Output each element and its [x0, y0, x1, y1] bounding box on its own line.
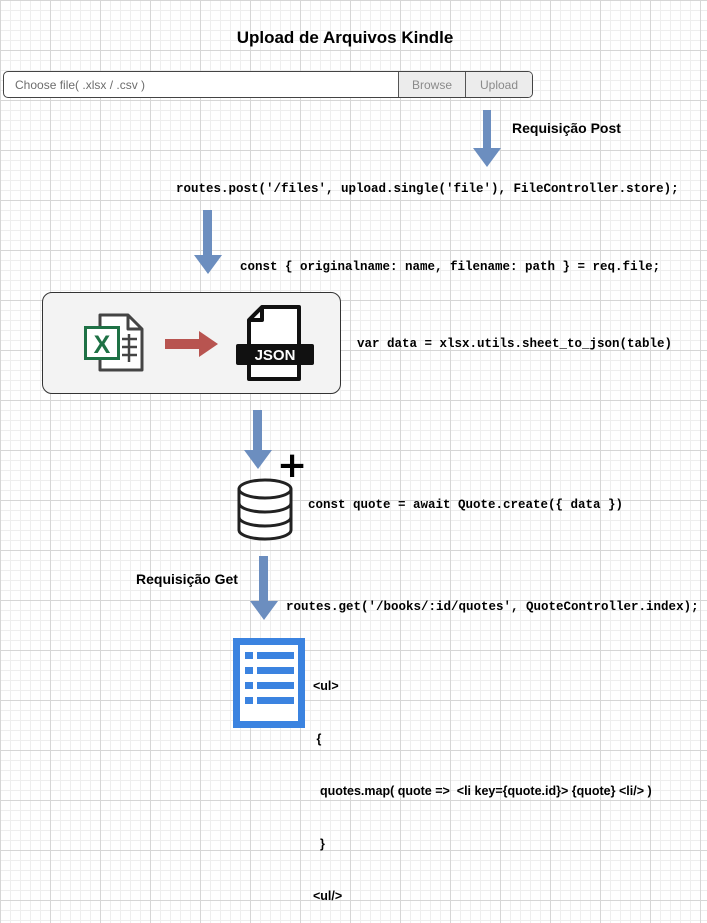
upload-button[interactable]: Upload	[465, 72, 532, 97]
json-label: JSON	[255, 347, 296, 364]
browse-button[interactable]: Browse	[398, 72, 465, 97]
jsx-line: <ul>	[313, 679, 339, 693]
post-route-code: routes.post('/files', upload.single('fil…	[176, 182, 679, 196]
arrow-down-icon	[194, 210, 222, 274]
post-request-label: Requisição Post	[512, 120, 621, 136]
jsx-code-block: <ul> { quotes.map( quote => <li key={quo…	[313, 643, 652, 923]
arrow-down-icon	[473, 110, 501, 167]
destructure-code: const { originalname: name, filename: pa…	[240, 260, 661, 274]
plus-icon: +	[277, 445, 308, 486]
jsx-line: quotes.map( quote => <li key={quote.id}>…	[313, 784, 652, 798]
excel-letter: X	[94, 331, 111, 359]
list-icon	[233, 638, 305, 728]
create-quote-code: const quote = await Quote.create({ data …	[308, 498, 624, 512]
get-route-code: routes.get('/books/:id/quotes', QuoteCon…	[286, 600, 699, 614]
page-title: Upload de Arquivos Kindle	[236, 28, 454, 47]
file-input[interactable]	[4, 72, 398, 97]
file-upload-bar: Browse Upload	[3, 71, 533, 98]
json-file-icon: JSON	[236, 305, 314, 381]
arrow-right-icon	[165, 331, 218, 357]
jsx-line: {	[313, 731, 322, 746]
arrow-down-icon	[244, 410, 272, 469]
get-request-label: Requisição Get	[136, 571, 238, 587]
jsx-line: <ul/>	[313, 889, 343, 903]
database-icon	[237, 478, 293, 541]
jsx-line: }	[313, 836, 325, 851]
arrow-down-icon	[250, 556, 278, 620]
sheet-to-json-code: var data = xlsx.utils.sheet_to_json(tabl…	[357, 337, 673, 351]
excel-file-icon: X	[84, 313, 144, 372]
